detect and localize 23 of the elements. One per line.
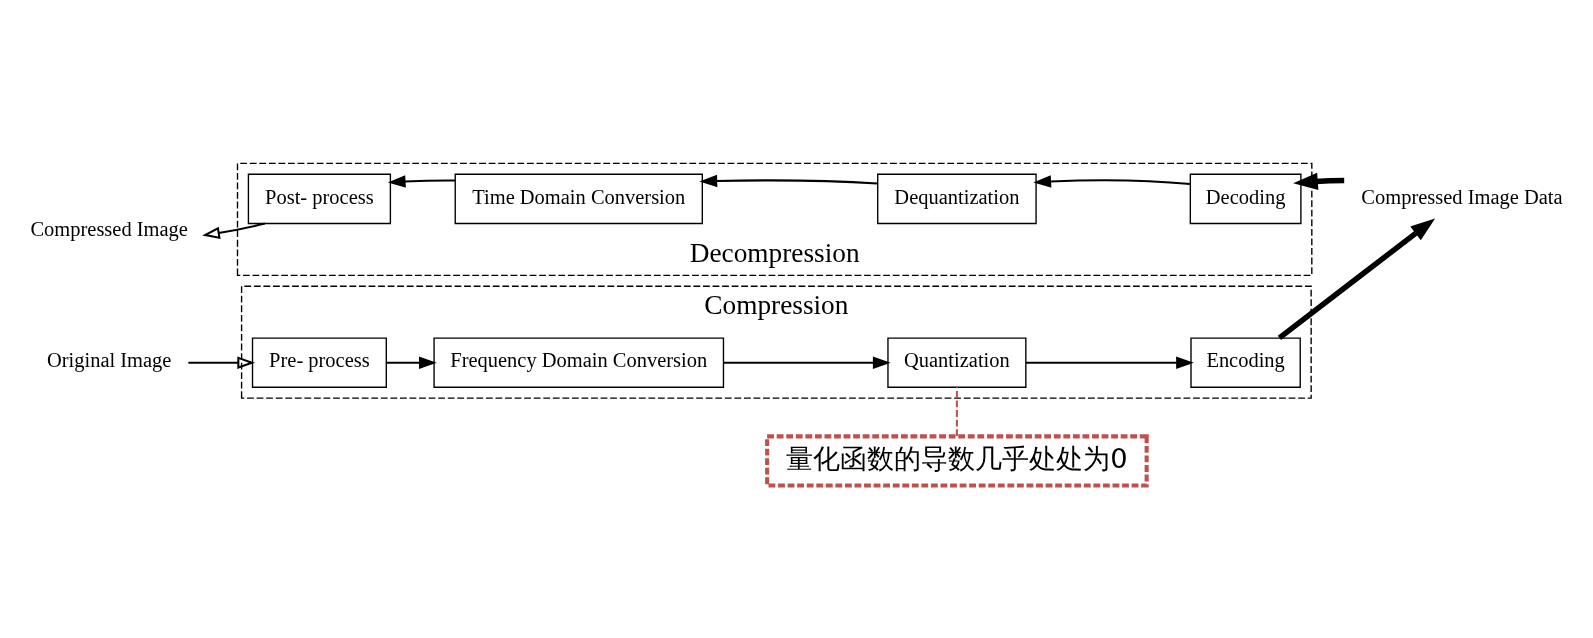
node-box: Frequency Domain Conversion	[433, 337, 725, 388]
arrow	[1026, 356, 1194, 369]
arrow	[387, 175, 456, 188]
arrow	[1277, 218, 1436, 340]
node-box: 量化函数的导数几乎处处为0	[765, 434, 1149, 488]
arrow	[188, 356, 256, 369]
node-box: Dequantization	[877, 173, 1037, 225]
arrow	[1293, 172, 1345, 190]
node-box: Pre- process	[251, 337, 387, 388]
arrow	[386, 356, 437, 369]
arrow	[699, 174, 878, 188]
node-text: Compressed Image Data	[1361, 185, 1563, 208]
node-box: Time Domain Conversion	[454, 173, 703, 225]
arrow	[1033, 175, 1191, 188]
arrow	[202, 222, 266, 239]
node-box: Decoding	[1189, 173, 1302, 225]
node-box: Encoding	[1190, 337, 1301, 388]
arrow	[723, 356, 891, 369]
node-text: Original Image	[46, 349, 172, 372]
connector	[955, 387, 958, 436]
node-box: Quantization	[887, 337, 1027, 388]
node-box: Post- process	[247, 173, 392, 225]
node-text: Compressed Image	[30, 218, 188, 241]
